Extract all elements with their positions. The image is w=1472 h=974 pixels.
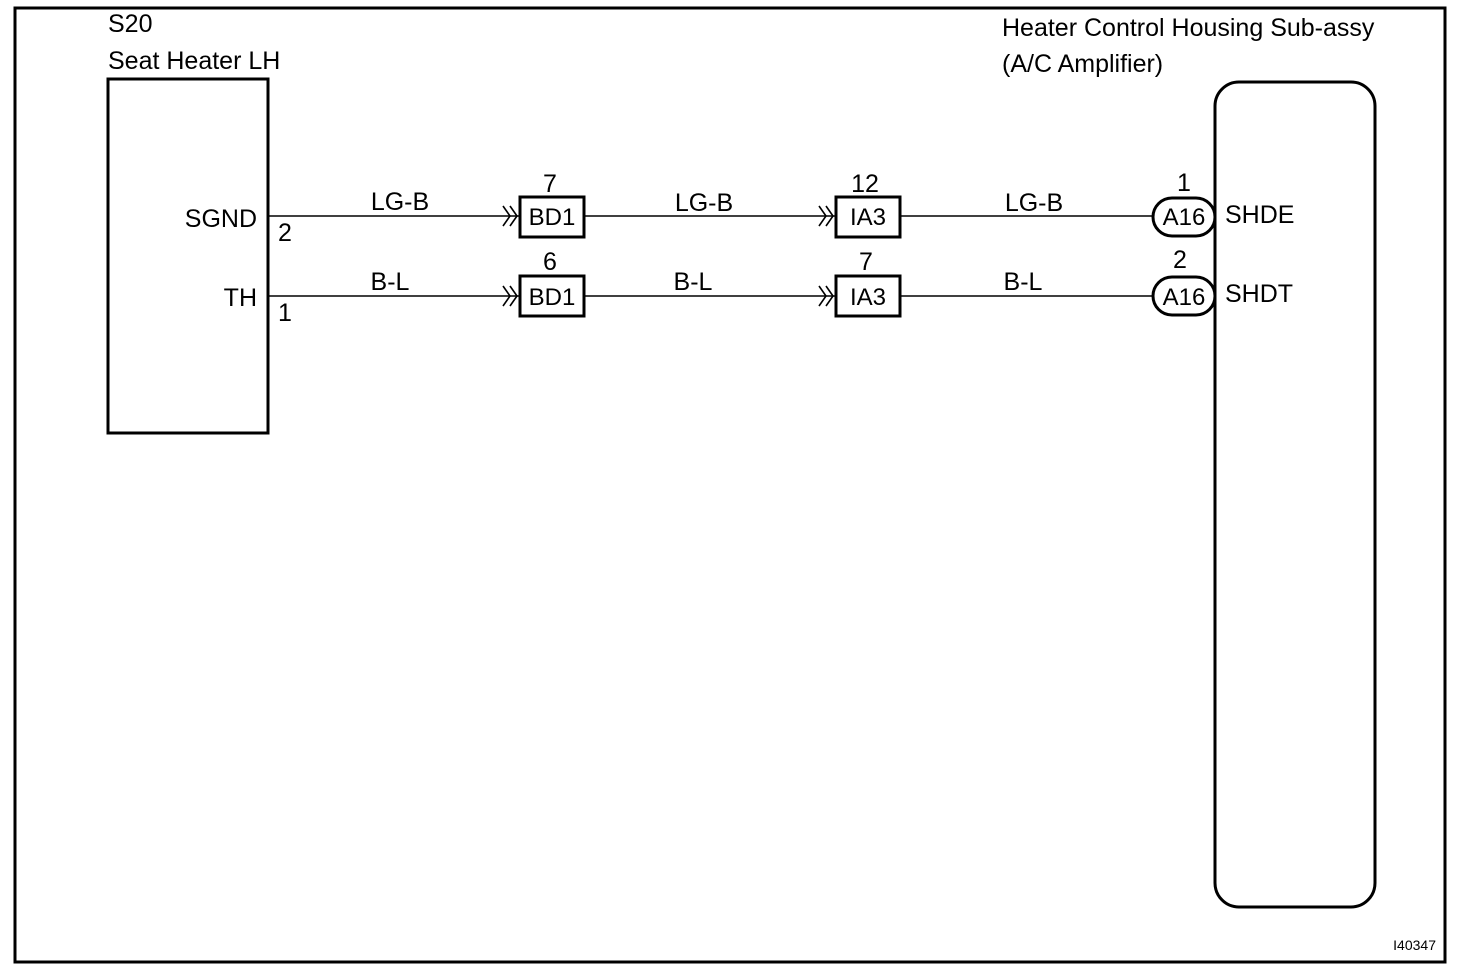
wire-b-l: B-L B-L B-L BD1 6 IA3 7 A16 2 SHDT bbox=[268, 246, 1293, 318]
pin-label-shde: SHDE bbox=[1225, 201, 1294, 229]
connector-name: BD1 bbox=[529, 204, 576, 231]
connector-name: A16 bbox=[1163, 204, 1206, 231]
chevron-icon bbox=[502, 285, 518, 307]
connector-name: IA3 bbox=[850, 284, 886, 311]
figure-id: I40347 bbox=[1393, 937, 1436, 953]
connector-pin: 2 bbox=[1173, 246, 1187, 274]
connector-a16 bbox=[1151, 196, 1217, 238]
wire-color-label: LG-B bbox=[1005, 189, 1063, 217]
right-component-name: Heater Control Housing Sub-assy bbox=[1002, 14, 1375, 42]
connector-a16 bbox=[1151, 275, 1217, 317]
connector-ia3 bbox=[834, 195, 902, 239]
wire-color-label: B-L bbox=[371, 268, 410, 296]
connector-bd1 bbox=[518, 195, 586, 239]
chevron-icon bbox=[818, 205, 834, 227]
connector-ia3 bbox=[834, 274, 902, 318]
wire-color-label: B-L bbox=[1004, 268, 1043, 296]
connector-name: IA3 bbox=[850, 204, 886, 231]
connector-bd1 bbox=[518, 274, 586, 318]
pin-label-th: TH bbox=[224, 284, 257, 312]
wire-color-label: B-L bbox=[674, 268, 713, 296]
wire-color-label: LG-B bbox=[371, 188, 429, 216]
pin-number-th: 1 bbox=[278, 299, 292, 327]
pin-label-sgnd: SGND bbox=[185, 205, 257, 233]
connector-pin: 7 bbox=[859, 248, 873, 276]
wire-color-label: LG-B bbox=[675, 189, 733, 217]
connector-name: A16 bbox=[1163, 284, 1206, 311]
diagram-frame bbox=[13, 6, 1447, 964]
connector-name: BD1 bbox=[529, 284, 576, 311]
pin-number-sgnd: 2 bbox=[278, 219, 292, 247]
connector-pin: 7 bbox=[543, 170, 557, 198]
connector-pin: 1 bbox=[1177, 169, 1191, 197]
seat-heater-box bbox=[106, 77, 270, 435]
wire-lg-b: LG-B LG-B LG-B BD1 7 IA3 12 A16 1 SHDE bbox=[268, 169, 1294, 239]
pin-label-shdt: SHDT bbox=[1225, 280, 1293, 308]
left-component-name: Seat Heater LH bbox=[108, 47, 280, 75]
left-component-code: S20 bbox=[108, 10, 152, 38]
ac-amplifier-box bbox=[1213, 80, 1377, 909]
chevron-icon bbox=[502, 205, 518, 227]
connector-pin: 6 bbox=[543, 248, 557, 276]
right-component-subname: (A/C Amplifier) bbox=[1002, 50, 1163, 78]
chevron-icon bbox=[818, 285, 834, 307]
connector-pin: 12 bbox=[851, 170, 879, 198]
